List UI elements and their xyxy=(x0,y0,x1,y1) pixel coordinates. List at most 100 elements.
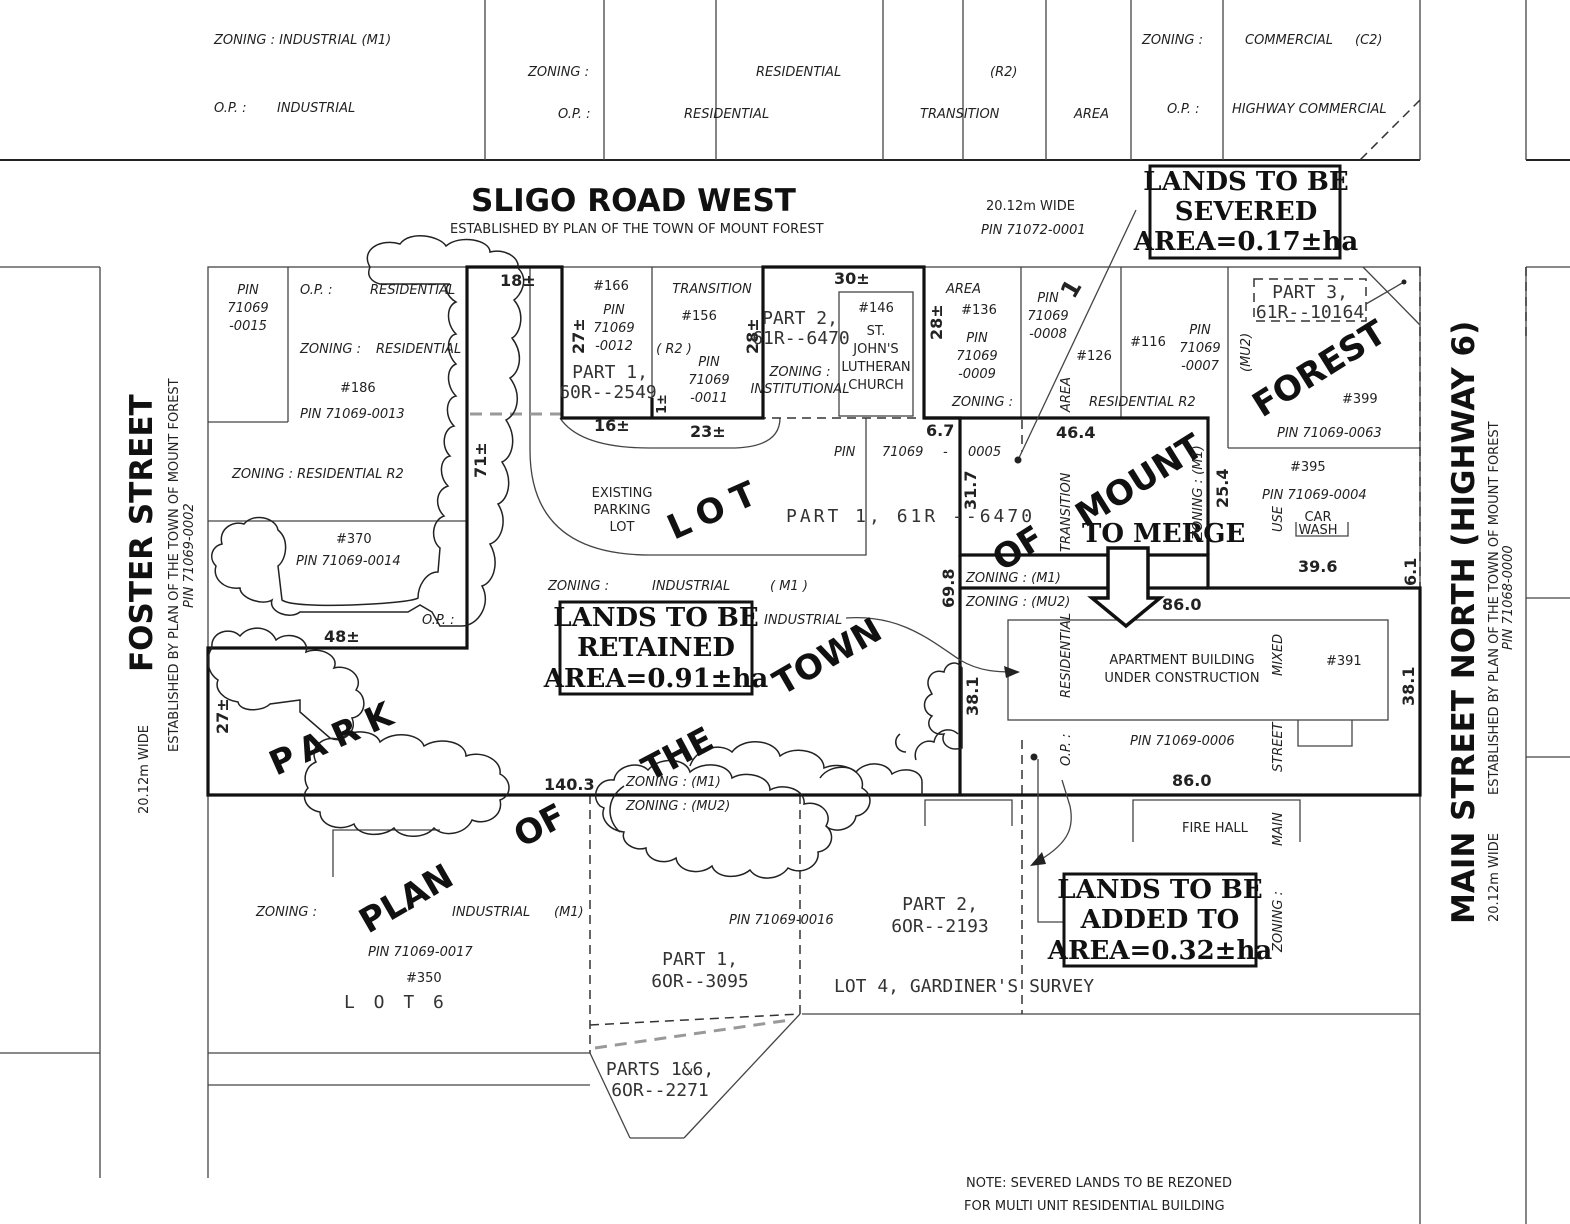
civic-number: #146 xyxy=(858,301,894,316)
civic-number: #126 xyxy=(1076,349,1112,364)
street-name-north: SLIGO ROAD WEST xyxy=(471,183,796,219)
car-wash-label: WASH xyxy=(1298,523,1337,538)
zoning-banner: ZONING : INDUSTRIAL (M1) O.P. : INDUSTRI… xyxy=(0,0,1570,161)
street-pin: PIN 71068-0000 xyxy=(1501,545,1516,650)
street-name-west: FOSTER STREET xyxy=(124,394,160,672)
callout-area: AREA=0.32±ha xyxy=(1047,936,1273,966)
civic-number: #399 xyxy=(1342,392,1378,407)
parcel-pin: PIN 71069-0063 xyxy=(1277,426,1382,441)
dimension-label: 39.6 xyxy=(1298,557,1337,576)
callout-line: RETAINED xyxy=(577,633,735,663)
dimension-label: 86.0 xyxy=(1162,595,1201,614)
parcel-pin: PIN 71069-0016 xyxy=(729,913,834,928)
street-pin: PIN 71069-0002 xyxy=(182,503,197,608)
op-value: RESIDENTIAL xyxy=(684,107,769,122)
parcel-pin: PIN 71069-0006 xyxy=(1130,734,1235,749)
zoning-code: ( R2 ) xyxy=(656,342,692,357)
parcel-pin: - xyxy=(943,445,948,460)
parcel-pin: -0015 xyxy=(229,319,267,334)
op-label: O.P. : xyxy=(558,107,591,122)
leaders xyxy=(845,209,1407,923)
lot-label: LOT 4, GARDINER'S SURVEY xyxy=(834,976,1094,997)
parcel-pin: PIN xyxy=(698,355,720,370)
parcel-pin: 71069 xyxy=(593,321,634,336)
dimension-label: 38.1 xyxy=(1399,667,1418,706)
zoning-code: (M1) xyxy=(554,905,584,920)
dimension-label: 23± xyxy=(690,422,726,441)
callout-line: SEVERED xyxy=(1175,197,1318,227)
callout-number: 1 xyxy=(1055,275,1088,303)
dimension-label: 16± xyxy=(594,416,630,435)
fire-hall-label: FIRE HALL xyxy=(1182,821,1249,836)
note-line: NOTE: SEVERED LANDS TO BE REZONED xyxy=(966,1176,1232,1191)
zoning-label: ZONING : xyxy=(951,395,1013,410)
dimension-label: 38.1 xyxy=(963,677,982,716)
callout-retained: LANDS TO BE RETAINED AREA=0.91±ha xyxy=(543,600,768,696)
op-value: MIXED xyxy=(1271,634,1286,676)
zoning-label: ZONING : (M1) xyxy=(625,775,721,790)
dimension-label: 6.7 xyxy=(926,421,954,440)
part-label: 6OR--3095 xyxy=(651,971,749,992)
parking-label: LOT xyxy=(610,520,635,535)
op-value: TRANSITION xyxy=(920,107,1000,122)
zoning-label: ZONING : (MU2) xyxy=(625,799,730,814)
part-label: PART 2, xyxy=(762,308,838,329)
zoning-value: COMMERCIAL xyxy=(1245,33,1333,48)
callout-line: LANDS TO BE xyxy=(553,603,758,633)
part-label: 6OR--2193 xyxy=(891,916,989,937)
zoning-code: (C2) xyxy=(1355,33,1383,48)
zoning-label: ZONING : xyxy=(768,365,830,380)
parcel-pin: 71069 xyxy=(956,349,997,364)
zoning-label: ZONING : (MU2) xyxy=(965,595,1070,610)
op-value: RESIDENTIAL xyxy=(370,283,455,298)
dimension-label: 28± xyxy=(927,304,946,340)
zoning-value: INSTITUTIONAL xyxy=(751,382,850,397)
street-note: ESTABLISHED BY PLAN OF THE TOWN OF MOUNT… xyxy=(167,378,182,752)
op-value: RESIDENTIAL xyxy=(1059,613,1074,698)
civic-number: #186 xyxy=(340,381,376,396)
callout-area: AREA=0.17±ha xyxy=(1133,227,1359,257)
zoning-label: ZONING : INDUSTRIAL (M1) xyxy=(213,33,391,48)
zoning-label: ZONING : (M1) xyxy=(965,571,1061,586)
parcel-pin: 71069 xyxy=(227,301,268,316)
parcel-pin: -0008 xyxy=(1029,327,1067,342)
parcel-pin: 71069 xyxy=(688,373,729,388)
zoning-label: ZONING : xyxy=(255,905,317,920)
parcel-labels: PIN 71069 -0015 O.P. : RESIDENTIAL ZONIN… xyxy=(227,279,1381,1101)
callout-line: ADDED TO xyxy=(1080,905,1240,935)
callout-line: LANDS TO BE xyxy=(1143,167,1348,197)
dimension-label: 25.4 xyxy=(1213,469,1232,508)
part-label: 6OR--2271 xyxy=(611,1080,709,1101)
church-label: ST. xyxy=(867,324,886,339)
op-value: HIGHWAY COMMERCIAL xyxy=(1232,102,1387,117)
dimension-label: 31.7 xyxy=(961,471,980,510)
parcel-pin: PIN xyxy=(603,303,625,318)
dimension-label: 71± xyxy=(471,442,490,478)
parcel-pin: PIN xyxy=(1189,323,1211,338)
parcel-pin: PIN xyxy=(966,331,988,346)
parcel-pin: PIN xyxy=(834,445,856,460)
op-label: O.P. : xyxy=(300,283,333,298)
church-label: CHURCH xyxy=(848,378,904,393)
part-label: PART 1, xyxy=(662,949,738,970)
parcel-pin: -0011 xyxy=(690,391,728,406)
op-value: MAIN xyxy=(1271,812,1286,846)
dimension-label: 140.3 xyxy=(544,775,595,794)
part-label: PART 3, xyxy=(1272,282,1348,303)
zoning-code: ( M1 ) xyxy=(770,579,808,594)
dimension-label: 27± xyxy=(569,318,588,354)
part-label: 60R--2549 xyxy=(559,382,657,403)
parcel-pin: -0009 xyxy=(958,367,996,382)
zoning-label: ZONING : xyxy=(299,342,361,357)
civic-number: #370 xyxy=(336,532,372,547)
zoning-label: ZONING : xyxy=(1271,891,1286,953)
tree-canopy xyxy=(207,235,963,879)
zoning-label: ZONING : xyxy=(547,579,609,594)
zoning-label: ZONING : (M1) xyxy=(1191,445,1206,541)
plan-word: PLAN xyxy=(353,856,461,941)
plan-word: LOT xyxy=(661,470,771,548)
parcel-pin: -0007 xyxy=(1181,359,1220,374)
plan-word: OF xyxy=(507,796,572,856)
parcel-pin: PIN 71069-0004 xyxy=(1262,488,1367,503)
